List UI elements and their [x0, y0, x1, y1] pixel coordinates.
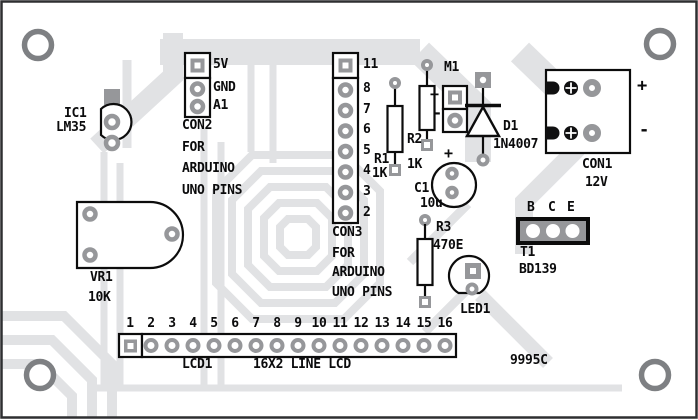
vr1-ref-label: VR1 — [90, 270, 113, 285]
c1-plus-label: + — [444, 144, 453, 162]
m1-ref-label: M1 — [444, 60, 460, 75]
m1-connector — [441, 84, 469, 134]
m1-plus-label: + — [430, 85, 439, 103]
con2-pin-gnd-label: GND — [213, 80, 236, 95]
con3-header — [331, 51, 360, 225]
vr1-preset — [75, 200, 185, 270]
lcd1-pin-6-label: 6 — [231, 316, 239, 331]
mounting-hole-bottom-left — [23, 358, 57, 392]
r3-value-label: 470E — [433, 238, 464, 253]
r1-resistor — [386, 77, 404, 176]
mounting-holes — [21, 27, 677, 392]
con2-note-line1: FOR — [182, 140, 205, 155]
lcd1-pin-7-label: 7 — [252, 316, 260, 331]
lcd1-pin-11-label: 11 — [332, 316, 348, 331]
con3-note-line3: UNO PINS — [332, 285, 393, 300]
lcd1-desc-label: 16X2 LINE LCD — [253, 357, 351, 372]
lcd1-ref-label: LCD1 — [182, 357, 213, 372]
lcd1-pin-5-label: 5 — [210, 316, 218, 331]
lcd1-pin-10-label: 10 — [311, 316, 327, 331]
con3-note-line2: ARDUINO — [332, 265, 385, 280]
con1-ref-label: CON1 — [582, 157, 613, 172]
c1-capacitor — [430, 161, 478, 209]
con1-plus-label: + — [637, 76, 647, 96]
ic1-package — [99, 89, 133, 152]
t1-pin-b-label: B — [527, 200, 535, 215]
t1-ref-label: T1 — [520, 245, 536, 260]
d1-value-label: 1N4007 — [493, 137, 539, 152]
lcd1-pin-13-label: 13 — [374, 316, 390, 331]
t1-pin-c-label: C — [548, 200, 556, 215]
con1-minus-label: - — [639, 120, 649, 140]
c1-value-label: 10u — [420, 196, 443, 211]
led1-ref-label: LED1 — [460, 302, 491, 317]
c1-ref-label: C1 — [414, 181, 430, 196]
con3-ref-label: CON3 — [332, 225, 363, 240]
lcd1-pin-15-label: 15 — [416, 316, 432, 331]
con3-pin-6-label: 6 — [363, 122, 371, 137]
con3-note-line1: FOR — [332, 246, 355, 261]
r2-value-label: 1K — [407, 157, 423, 172]
lcd1-pin-4-label: 4 — [189, 316, 197, 331]
t1-value-label: BD139 — [519, 262, 557, 277]
con3-pin-4-label: 4 — [363, 163, 371, 178]
r1-value-label: 1K — [372, 166, 388, 181]
d1-diode — [464, 72, 502, 167]
d1-ref-label: D1 — [503, 119, 519, 134]
r3-resistor — [416, 214, 434, 308]
r2-resistor — [418, 59, 436, 151]
vr1-value-label: 10K — [88, 290, 111, 305]
lcd1-pin-1-label: 1 — [126, 316, 134, 331]
lcd1-pin-9-label: 9 — [294, 316, 302, 331]
mounting-hole-top-right — [643, 27, 677, 61]
lcd1-pin-14-label: 14 — [395, 316, 411, 331]
lcd1-pin-8-label: 8 — [273, 316, 281, 331]
mounting-hole-top-left — [21, 28, 55, 62]
r1-ref-label: R1 — [374, 152, 390, 167]
lcd1-pin-2-label: 2 — [147, 316, 155, 331]
ic1-value-label: LM35 — [56, 120, 87, 135]
con3-pin-5-label: 5 — [363, 143, 371, 158]
m1-minus-label: - — [433, 104, 442, 122]
t1-transistor — [516, 217, 590, 245]
lcd1-header — [117, 332, 458, 359]
r3-ref-label: R3 — [436, 220, 452, 235]
r2-ref-label: R2 — [407, 132, 423, 147]
con1-value-label: 12V — [585, 175, 608, 190]
ic1-ref-label: IC1 — [64, 106, 87, 121]
led1-package — [447, 254, 491, 296]
con2-note-line3: UNO PINS — [182, 183, 243, 198]
con3-pin-8-label: 8 — [363, 81, 371, 96]
t1-pin-e-label: E — [567, 200, 575, 215]
con2-pin-5v-label: 5V — [213, 57, 229, 72]
con3-pin-3-label: 3 — [363, 184, 371, 199]
lcd1-pin-12-label: 12 — [353, 316, 369, 331]
lcd1-pin-16-label: 16 — [437, 316, 453, 331]
con3-pin-2-label: 2 — [363, 205, 371, 220]
board-code-label: 9995C — [510, 353, 548, 368]
con2-header — [183, 51, 212, 119]
con2-note-line2: ARDUINO — [182, 161, 235, 176]
lcd1-pin-3-label: 3 — [168, 316, 176, 331]
con1-terminal-block — [544, 68, 632, 155]
con3-pin-11-label: 11 — [363, 57, 379, 72]
con2-ref-label: CON2 — [182, 118, 213, 133]
mounting-hole-bottom-right — [638, 358, 672, 392]
con3-pin-7-label: 7 — [363, 102, 371, 117]
con2-pin-a1-label: A1 — [213, 98, 229, 113]
